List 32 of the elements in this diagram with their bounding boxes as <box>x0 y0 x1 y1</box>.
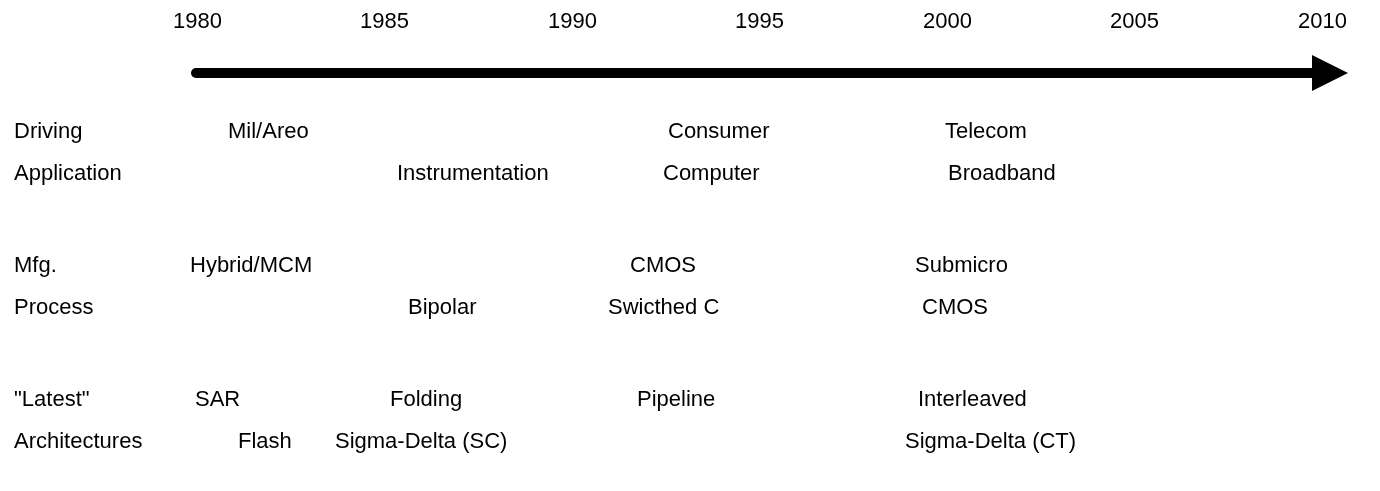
era-label: Hybrid/MCM <box>190 252 313 278</box>
era-label: Interleaved <box>918 386 1027 412</box>
era-label: CMOS <box>922 294 988 320</box>
era-label: SAR <box>195 386 241 412</box>
era-label: Flash <box>238 428 292 454</box>
era-label: Consumer <box>668 118 770 144</box>
year-label: 2005 <box>1110 8 1159 34</box>
era-label: Instrumentation <box>397 160 549 186</box>
era-label: Bipolar <box>408 294 477 320</box>
era-label: Sigma-Delta (SC) <box>335 428 508 454</box>
row-heading: Driving <box>14 118 83 144</box>
row-heading: Architectures <box>14 428 143 454</box>
year-label: 1990 <box>548 8 597 34</box>
year-label: 1995 <box>735 8 784 34</box>
era-label: CMOS <box>630 252 696 278</box>
era-label: Pipeline <box>637 386 716 412</box>
row-heading: Application <box>14 160 122 186</box>
era-label: Submicro <box>915 252 1008 278</box>
year-label: 2000 <box>923 8 972 34</box>
era-label: Folding <box>390 386 463 412</box>
era-label: Computer <box>663 160 760 186</box>
era-label: Telecom <box>945 118 1027 144</box>
era-label: Mil/Areo <box>228 118 309 144</box>
row-heading: Process <box>14 294 94 320</box>
year-label: 1980 <box>173 8 222 34</box>
row-heading: "Latest" <box>14 386 90 412</box>
row-heading: Mfg. <box>14 252 57 278</box>
era-label: Swicthed C <box>608 294 720 320</box>
year-label: 2010 <box>1298 8 1347 34</box>
year-label: 1985 <box>360 8 409 34</box>
era-label: Broadband <box>948 160 1056 186</box>
era-label: Sigma-Delta (CT) <box>905 428 1077 454</box>
